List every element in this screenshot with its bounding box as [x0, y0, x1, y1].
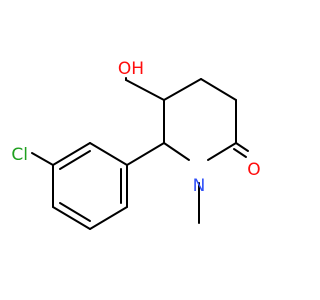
- molecule-diagram: OH Cl N O: [11, 59, 261, 230]
- atom-label-chlorine: Cl: [11, 145, 28, 165]
- bond-c6-aryl: [126, 142, 165, 166]
- bond-c2-o-a: [235, 142, 249, 152]
- bond-ar-inner-b: [59, 202, 91, 222]
- bond-c5-c4: [163, 78, 202, 101]
- chemical-structure-canvas: OH Cl N O: [11, 59, 261, 230]
- atom-label-hydroxyl: OH: [118, 59, 144, 79]
- bond-n1-c6: [163, 142, 190, 161]
- bond-ar3-cl: [31, 152, 54, 166]
- atom-label-nitrogen: N: [193, 176, 206, 196]
- bond-ar-inner-a: [59, 150, 91, 170]
- bond-ar4-ar5: [52, 206, 91, 230]
- bond-c2-o-b: [233, 148, 247, 158]
- bonds: [31, 77, 249, 230]
- bond-c2-n1: [207, 142, 237, 161]
- bond-c4-c3: [200, 78, 237, 101]
- bond-ar5-ar6: [89, 206, 128, 230]
- bond-c5-ch2: [125, 79, 165, 101]
- atom-label-carbonyl-oxygen: O: [247, 160, 260, 180]
- bond-ar1-ar2: [89, 142, 128, 166]
- bond-ar2-ar3: [52, 142, 91, 166]
